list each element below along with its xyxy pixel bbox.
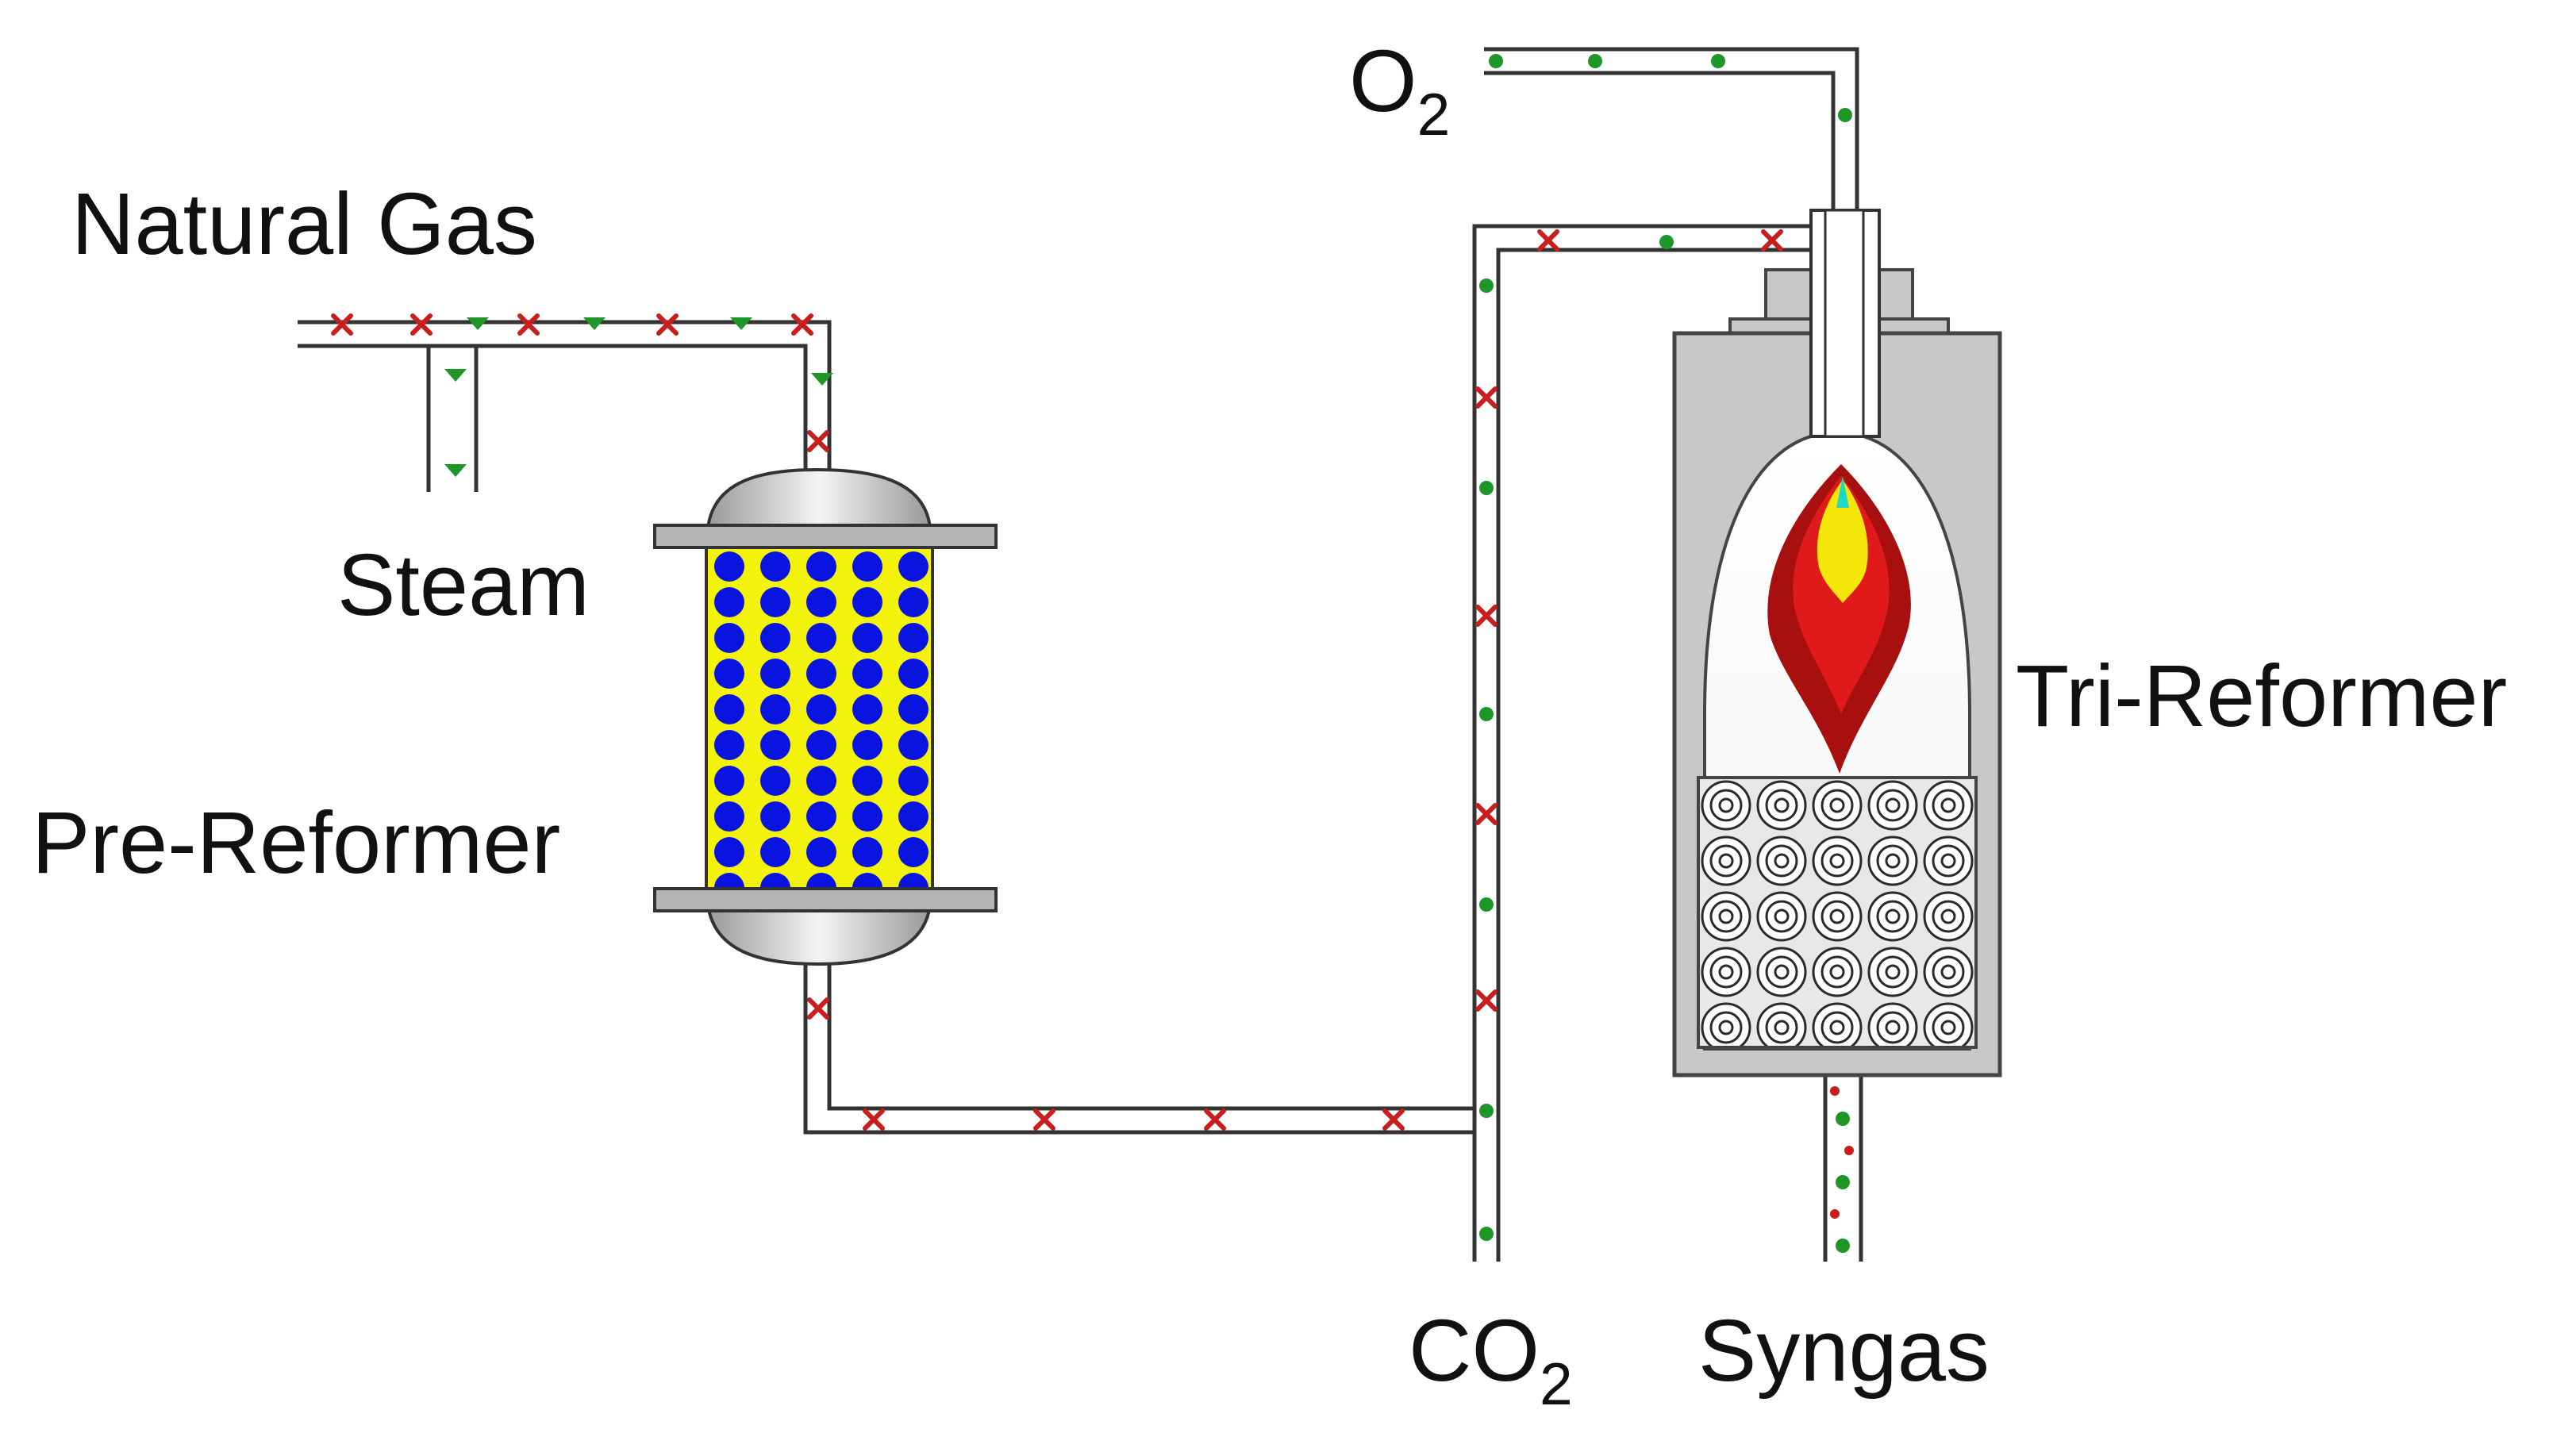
molecule-marker — [807, 430, 829, 452]
molecule-marker — [807, 997, 829, 1020]
steam-pipe — [426, 346, 479, 492]
molecule-marker — [1836, 1112, 1850, 1126]
burner-flame — [1767, 464, 1911, 774]
co2-label: CO2 — [1409, 1302, 1573, 1417]
molecule-marker — [517, 313, 540, 336]
co2-riser-pipe — [1472, 224, 1821, 1262]
molecule-marker — [730, 317, 752, 330]
labels: Natural Gas Steam Pre-Reformer O2 CO2 Sy… — [32, 33, 2507, 1417]
molecule-marker — [1836, 1175, 1850, 1189]
molecule-marker — [583, 317, 606, 330]
molecule-marker — [1711, 54, 1725, 68]
tri-reformer-label: Tri-Reformer — [2016, 647, 2507, 745]
molecule-marker — [1830, 1086, 1840, 1096]
tri-reformer-catalyst-bed — [1697, 776, 1978, 1049]
co2-label-main: CO — [1409, 1302, 1540, 1400]
molecule-marker — [1479, 1227, 1494, 1241]
natural-gas-label: Natural Gas — [71, 175, 537, 273]
molecule-marker — [1479, 481, 1494, 495]
molecule-marker — [444, 369, 467, 382]
molecule-marker — [467, 317, 489, 330]
molecule-marker — [1382, 1108, 1405, 1131]
molecule-marker — [1489, 54, 1503, 68]
tri-reformer-vessel — [1672, 209, 2002, 1078]
molecule-marker — [1479, 1104, 1494, 1118]
molecule-marker — [1479, 707, 1494, 721]
pre-reformer-label: Pre-Reformer — [32, 794, 560, 892]
molecule-marker — [791, 313, 813, 336]
molecule-marker — [863, 1108, 885, 1131]
syngas-label: Syngas — [1698, 1302, 1990, 1400]
molecule-marker — [1204, 1108, 1226, 1131]
pre-reformer-vessel — [653, 467, 998, 966]
molecule-marker — [1659, 235, 1674, 249]
o2-label-subscript: 2 — [1417, 81, 1451, 148]
molecule-marker — [331, 313, 353, 336]
molecule-marker — [1838, 108, 1852, 122]
pre-reformer-top-dome — [706, 467, 932, 529]
flow-molecules — [331, 54, 1854, 1253]
pre-reformer-bottom-dome — [706, 903, 932, 966]
molecule-marker — [1479, 897, 1494, 912]
pre-reformer-outlet-pipe — [803, 964, 1474, 1135]
o2-label-main: O — [1349, 33, 1417, 130]
molecule-marker — [1479, 279, 1494, 293]
molecule-marker — [1475, 989, 1498, 1012]
pipes — [298, 47, 1863, 1262]
pre-reformer-top-flange — [653, 524, 998, 549]
pre-reformer-bottom-flange — [653, 887, 998, 912]
molecule-marker — [1588, 54, 1602, 68]
molecule-marker — [1475, 386, 1498, 409]
natural-gas-pipe — [298, 320, 832, 470]
o2-pipe — [1484, 47, 1859, 210]
molecule-marker — [1537, 229, 1559, 252]
molecule-marker — [1475, 605, 1498, 627]
pre-reformer-catalyst-bed — [705, 538, 934, 906]
molecule-marker — [1836, 1239, 1850, 1253]
molecule-marker — [1033, 1108, 1055, 1131]
molecule-marker — [1844, 1146, 1854, 1155]
o2-label: O2 — [1349, 33, 1450, 148]
syngas-pipe — [1823, 1075, 1863, 1262]
burner-tube-inner — [1824, 209, 1865, 438]
co2-label-subscript: 2 — [1540, 1350, 1573, 1417]
molecule-marker — [1475, 803, 1498, 825]
molecule-marker — [811, 373, 833, 386]
molecule-marker — [1761, 229, 1783, 252]
molecule-marker — [1830, 1209, 1840, 1219]
molecule-marker — [656, 313, 679, 336]
molecule-marker — [410, 313, 433, 336]
steam-label: Steam — [337, 536, 590, 634]
molecule-marker — [444, 464, 467, 477]
